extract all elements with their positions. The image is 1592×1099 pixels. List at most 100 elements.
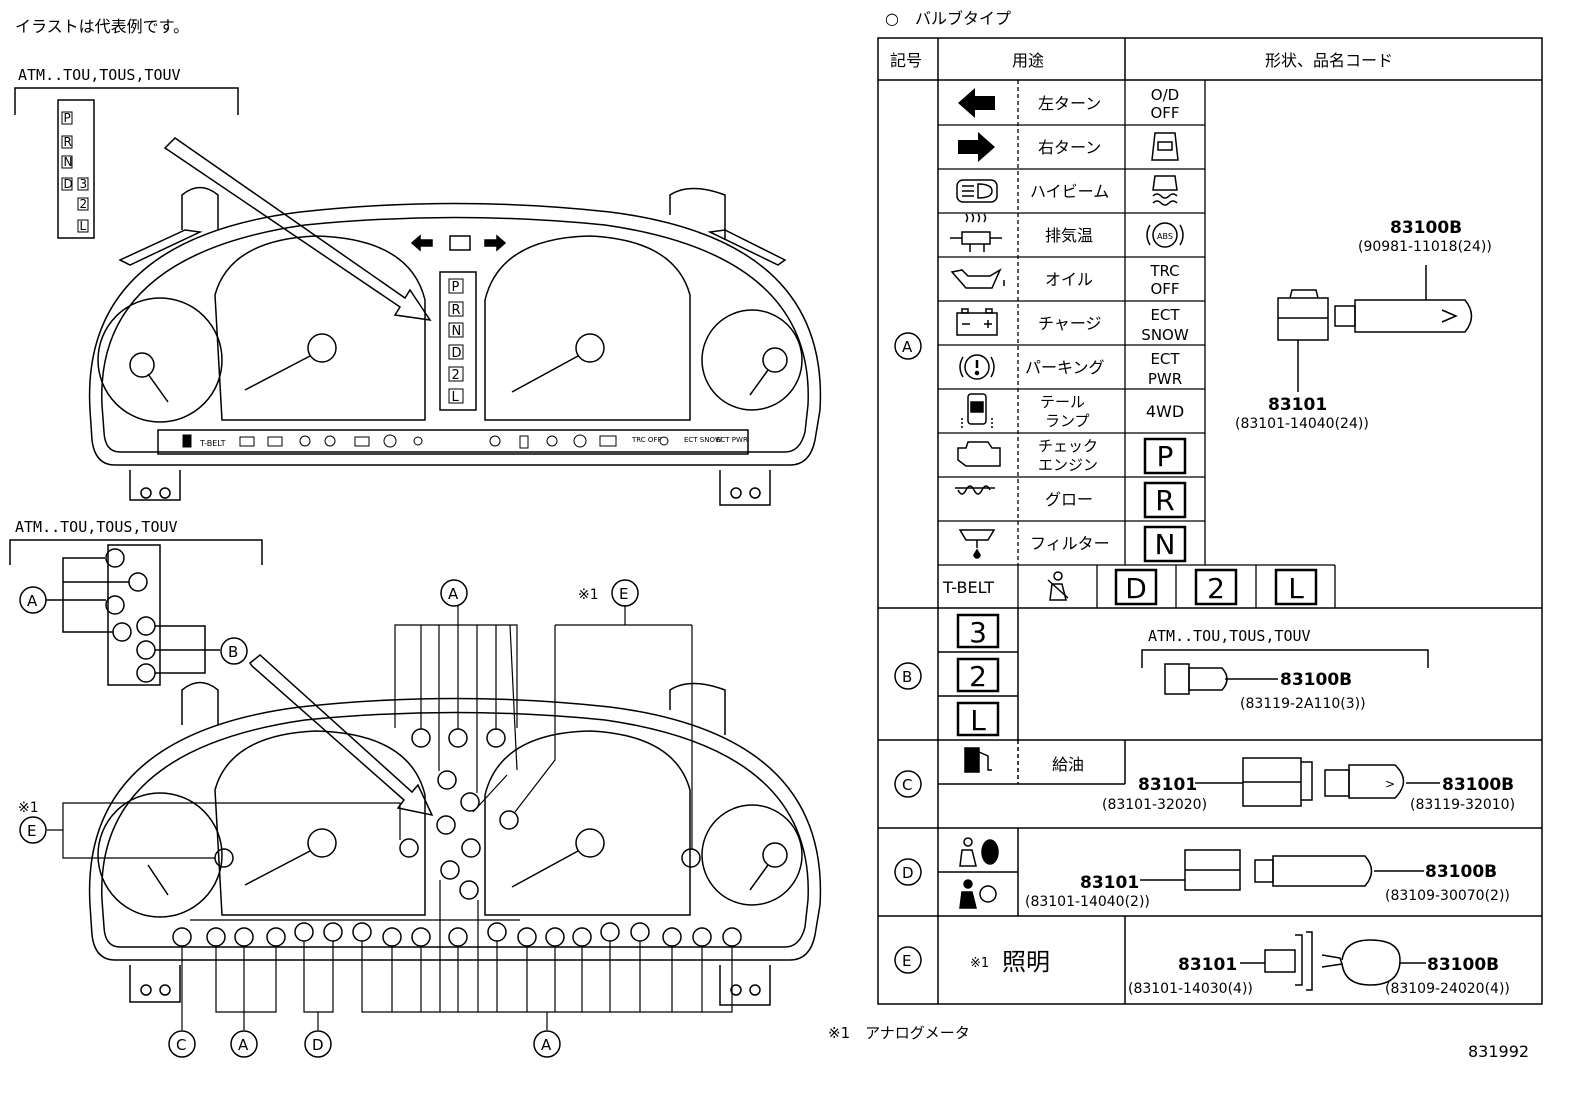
indicator-tbelt: T-BELT: [199, 439, 226, 448]
strip-socket-circles: [172, 922, 742, 947]
bulb-d-drawing: [1140, 849, 1424, 891]
glow-icon: [955, 485, 995, 495]
group-a-label: A: [902, 338, 913, 356]
group-b-variant: ATM..TOU,TOUS,TOUV: [1148, 627, 1311, 645]
part-e-socket: 83101: [1178, 955, 1237, 975]
group-b-label: B: [902, 668, 912, 686]
use-fuel: 給油: [1052, 755, 1084, 774]
socket-circles-inset: [105, 548, 156, 683]
svg-text:PWR: PWR: [1148, 370, 1182, 388]
variant-bracket-top: [14, 87, 239, 115]
bulb-type-table: 記号 用途 形状、品名コード: [877, 37, 1543, 1005]
callout-a-bottom-left-label: A: [238, 1036, 249, 1054]
use-oil: オイル: [1045, 270, 1093, 289]
symbol-b-2: 2: [969, 660, 987, 693]
callout-a-bottom-left: [230, 1030, 258, 1058]
bulb-c-drawing: [1195, 757, 1440, 807]
use-tbelt: T-BELT: [942, 578, 994, 597]
shift-letter-2: 2: [80, 197, 88, 211]
callout-a-left: [19, 586, 47, 614]
indicator-ect-snow: ECT SNOW: [684, 436, 722, 444]
use-exhaust-temp: 排気温: [1045, 226, 1093, 245]
shift-letter-r: R: [64, 135, 72, 149]
symbol-l: L: [1288, 572, 1304, 605]
indicator-trc-off: TRC OFF: [631, 436, 661, 444]
callout-e-top-label: E: [619, 585, 628, 603]
right-turn-icon: [484, 234, 507, 252]
use-right-turn: 右ターン: [1038, 138, 1101, 157]
figure-id: 831992: [1468, 1042, 1529, 1061]
cluster-shift-n: N: [452, 324, 462, 339]
symbol-4wd: 4WD: [1146, 402, 1184, 421]
parking-icon: [959, 354, 995, 380]
cluster-shift-p: P: [452, 280, 460, 295]
part-c-bulb: 83100B: [1442, 775, 1514, 795]
group-d-label: D: [902, 864, 914, 882]
variant-bracket-bottom: [9, 539, 263, 565]
callout-a-bottom-right: [533, 1030, 561, 1058]
callout-a-top-label: A: [448, 585, 459, 603]
symbol-2: 2: [1207, 572, 1225, 605]
group-c-label: C: [902, 776, 912, 794]
group-c-marker: [894, 770, 922, 798]
part-e-bulb-code: (83109-24020(4)): [1385, 981, 1510, 997]
callout-a-top: [440, 579, 468, 607]
socket-inset-frame: [107, 544, 161, 686]
fuel-icon: [964, 747, 992, 773]
left-turn-icon: [410, 234, 433, 252]
callout-c: [168, 1030, 196, 1058]
callout-d-label: D: [312, 1036, 324, 1054]
use-illumination: 照明: [1002, 948, 1050, 976]
bulb-e-drawing: [1240, 931, 1426, 991]
header-shape: 形状、品名コード: [1265, 51, 1393, 70]
shift-letter-3: 3: [80, 177, 88, 191]
oil-icon: [950, 268, 1005, 289]
callout-c-label: C: [176, 1036, 186, 1054]
symbol-r: R: [1155, 484, 1174, 517]
callout-a-left-label: A: [27, 592, 38, 610]
slip-icon: [1152, 175, 1178, 206]
shift-letter-l: L: [80, 219, 87, 233]
symbol-d: D: [1125, 572, 1147, 605]
shift-letter-n: N: [64, 155, 73, 169]
abs-icon: [1146, 222, 1184, 248]
seatbelt-icon: [1047, 571, 1069, 601]
pointer-arrow-bottom: [248, 654, 434, 817]
callout-e-left-label: E: [27, 822, 36, 840]
part-d-bulb: 83100B: [1425, 862, 1497, 882]
callout-b-label: B: [228, 643, 238, 661]
part-c-bulb-code: (83119-32010): [1410, 797, 1515, 813]
svg-text:ABS: ABS: [1157, 232, 1173, 241]
part-e-socket-code: (83101-14030(4)): [1128, 981, 1253, 997]
use-left-turn: 左ターン: [1038, 94, 1101, 113]
part-b-bulb-code: (83119-2A110(3)): [1240, 696, 1366, 712]
svg-text:OFF: OFF: [1150, 104, 1179, 122]
use-glow: グロー: [1045, 490, 1093, 509]
group-d-marker: [894, 858, 922, 886]
use-check-engine: チェック: [1038, 437, 1098, 455]
header-use: 用途: [1012, 51, 1044, 70]
svg-text:OFF: OFF: [1150, 280, 1179, 298]
use-e-mark: ※1: [970, 956, 989, 971]
callout-d: [304, 1030, 332, 1058]
cluster-shift-d: D: [452, 346, 462, 361]
bulb-b-drawing: [1164, 663, 1278, 695]
airbag-passenger-icon: [959, 837, 999, 867]
part-e-bulb: 83100B: [1427, 955, 1499, 975]
check-engine-icon: [957, 441, 1001, 467]
use-check-engine-2: エンジン: [1038, 456, 1098, 474]
cluster-shift-2: 2: [452, 368, 460, 383]
use-tail-lamp-2: ランプ: [1045, 412, 1090, 430]
cluster-top: P R N D 2 L T-BELT TRC OFF ECT SNOW ECT: [88, 137, 822, 506]
pointer-arrow-top: [163, 137, 432, 321]
table-section-title: ○ バルブタイプ: [885, 9, 1011, 28]
part-a-socket-code: (83101-14040(24)): [1235, 416, 1369, 432]
cluster-bottom: [88, 654, 822, 1006]
use-tail-lamp: テール: [1040, 393, 1085, 411]
door-icon: [1151, 132, 1179, 161]
filter-icon: [958, 529, 996, 559]
use-high-beam: ハイビーム: [1030, 182, 1109, 201]
svg-text:ECT: ECT: [1150, 350, 1180, 368]
variant-label-top: ATM..TOU,TOUS,TOUV: [18, 66, 181, 84]
